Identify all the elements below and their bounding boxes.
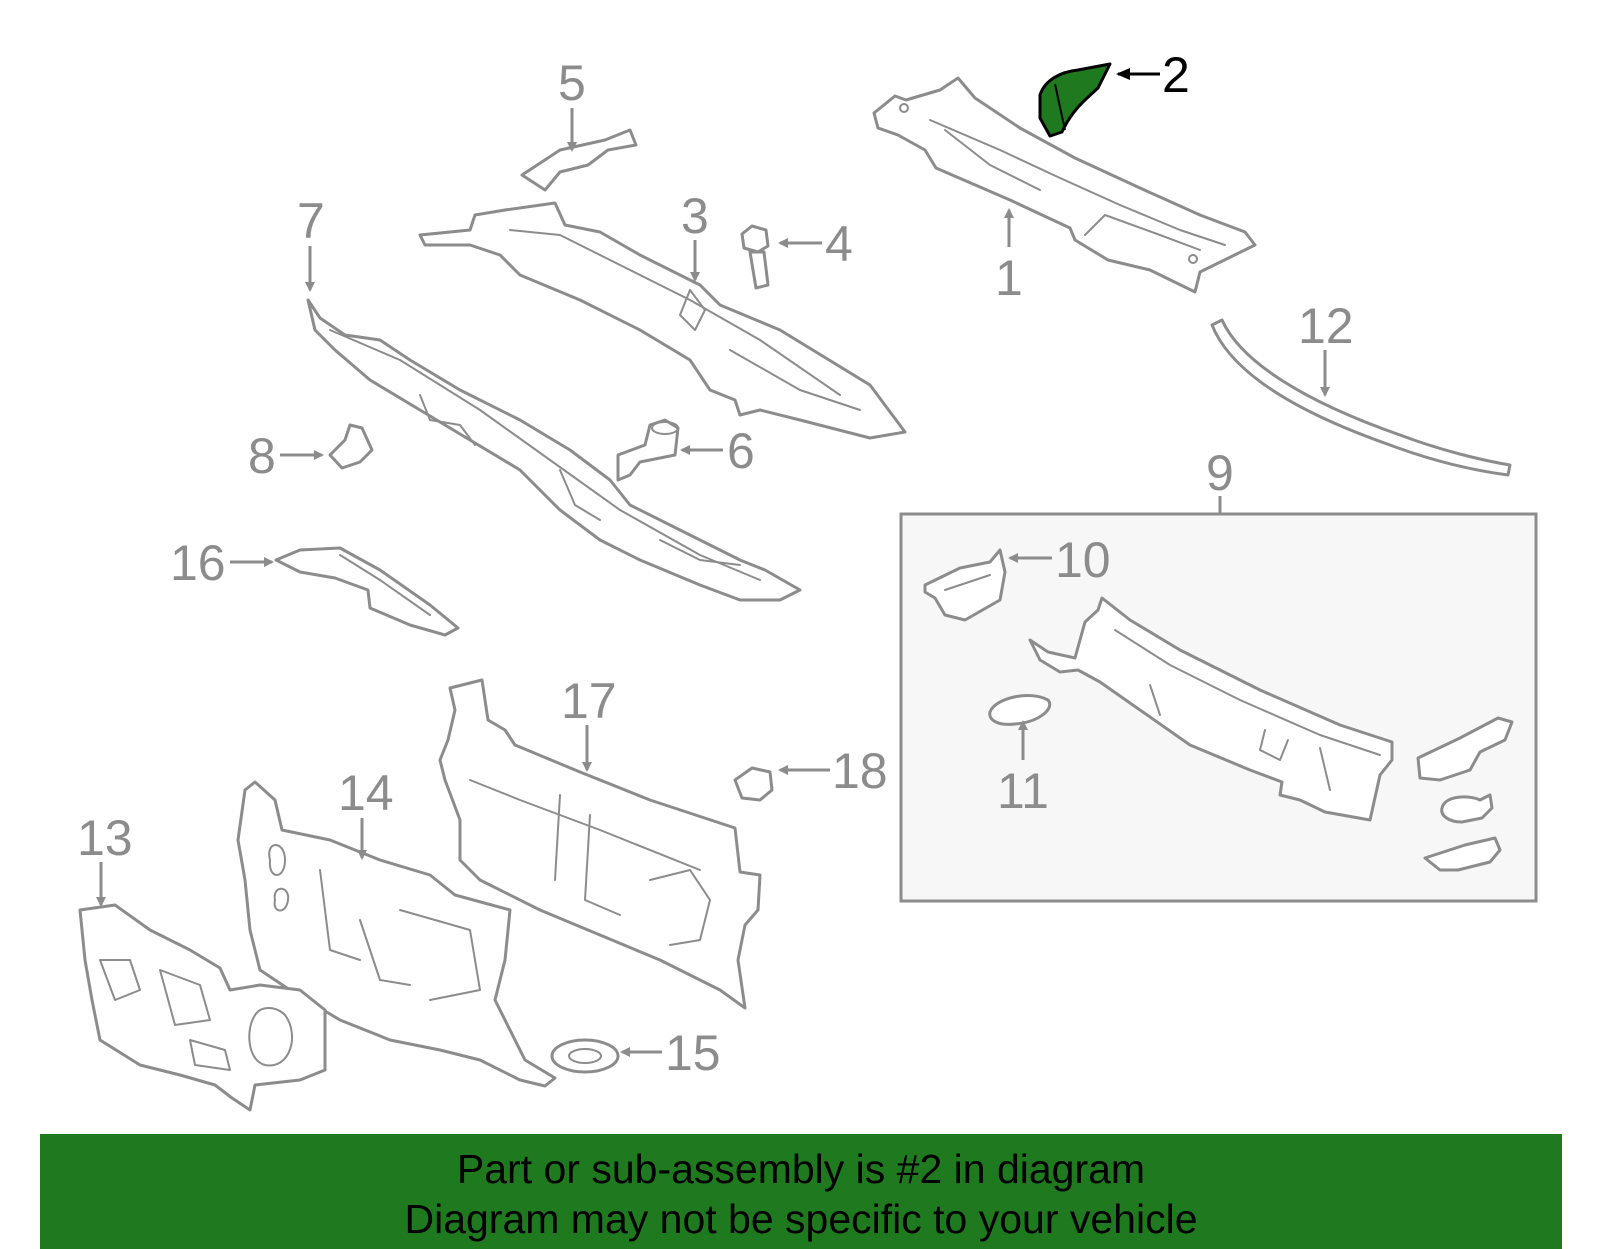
part-8-push-pin[interactable] bbox=[328, 423, 374, 470]
banner-line-2: Diagram may not be specific to your vehi… bbox=[404, 1196, 1198, 1242]
part-15-grommet[interactable] bbox=[550, 1038, 620, 1074]
part-17-dash-panel[interactable] bbox=[438, 678, 762, 1010]
callout-5: 5 bbox=[558, 55, 586, 111]
callout-14: 14 bbox=[338, 765, 394, 821]
callout-3: 3 bbox=[681, 188, 709, 244]
callout-10: 10 bbox=[1055, 532, 1111, 588]
part-3-cowl-inner[interactable] bbox=[418, 201, 907, 440]
callout-16: 16 bbox=[170, 535, 226, 591]
callout-7: 7 bbox=[297, 193, 325, 249]
part-13-insulator-outer[interactable] bbox=[78, 903, 327, 1112]
info-banner: Part or sub-assembly is #2 in diagram Di… bbox=[40, 1134, 1562, 1249]
callout-8: 8 bbox=[248, 428, 276, 484]
part-6-clip[interactable] bbox=[616, 418, 680, 482]
part-18-plug[interactable] bbox=[733, 766, 774, 802]
part-7-cowl-lower[interactable] bbox=[306, 298, 802, 602]
callout-1: 1 bbox=[995, 250, 1023, 306]
part-16-reinforcement[interactable] bbox=[274, 546, 460, 637]
callout-15: 15 bbox=[665, 1025, 721, 1081]
callout-18: 18 bbox=[832, 743, 888, 799]
part-2-highlighted-bracket[interactable] bbox=[1038, 62, 1112, 138]
part-11-seal[interactable] bbox=[988, 694, 1052, 726]
banner-line-1: Part or sub-assembly is #2 in diagram bbox=[456, 1146, 1146, 1192]
callout-2: 2 bbox=[1162, 47, 1190, 103]
callout-9: 9 bbox=[1206, 445, 1234, 501]
part-12-weatherstrip[interactable] bbox=[1210, 318, 1512, 477]
part-4-bolt[interactable] bbox=[740, 224, 770, 290]
callout-12: 12 bbox=[1298, 298, 1354, 354]
part-5-bracket[interactable] bbox=[520, 128, 638, 192]
part-10-bracket[interactable] bbox=[923, 548, 1007, 622]
callout-6: 6 bbox=[727, 423, 755, 479]
callout-4: 4 bbox=[825, 216, 853, 272]
part-14-insulator[interactable] bbox=[236, 780, 557, 1088]
part-1-cowl-panel[interactable] bbox=[872, 76, 1257, 294]
callout-13: 13 bbox=[77, 810, 133, 866]
part-9-kit-box[interactable] bbox=[899, 512, 1538, 903]
callout-17: 17 bbox=[561, 673, 617, 729]
callout-11: 11 bbox=[997, 763, 1049, 819]
